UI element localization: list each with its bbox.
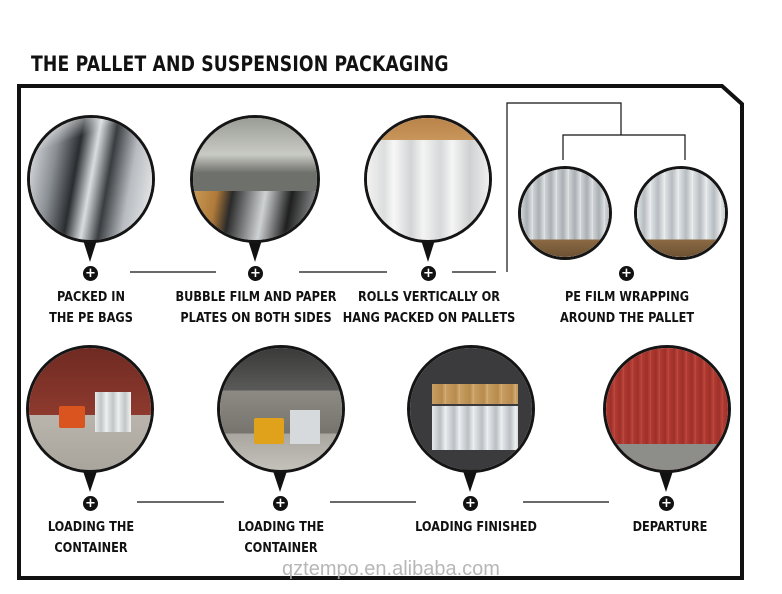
step-2-label-line1: BUBBLE FILM AND PAPER (175, 289, 337, 305)
step-7-plus-icon: + (463, 496, 478, 511)
step-5-label-line2: CONTAINER (54, 540, 128, 556)
step-4-label-line1: PE FILM WRAPPING (564, 289, 690, 305)
step-1-plus-icon: + (83, 266, 98, 281)
step-photo-vertical-rolls (364, 115, 492, 243)
step-photo-bubble-film (190, 115, 320, 243)
step-2-label-line2: PLATES ON BOTH SIDES (180, 310, 332, 326)
step-8-label-line1: DEPARTURE (632, 519, 708, 535)
step-6-label-line1: LOADING THE (237, 519, 325, 535)
step-photo-forklift-loading (26, 345, 154, 473)
step-3-label-line2: HANG PACKED ON PALLETS (342, 310, 516, 326)
step-photo-forklift-warehouse (217, 345, 345, 473)
step-5-plus-icon: + (83, 496, 98, 511)
step-7-label-line1: LOADING FINISHED (415, 519, 537, 535)
step-6-label-line2: CONTAINER (244, 540, 318, 556)
step-4-plus-icon: + (619, 266, 634, 281)
step-3-label: ROLLS VERTICALLY OR HANG PACKED ON PALLE… (343, 287, 516, 329)
step-8-plus-icon: + (659, 496, 674, 511)
watermark: qztempo.en.alibaba.com (282, 558, 500, 580)
step-1-label-line1: PACKED IN (57, 289, 125, 305)
step-3-plus-icon: + (421, 266, 436, 281)
page-title: THE PALLET AND SUSPENSION PACKAGING (31, 52, 449, 76)
step-4-label-line2: AROUND THE PALLET (559, 310, 695, 326)
step-3-label-line1: ROLLS VERTICALLY OR (358, 289, 500, 305)
step-2-plus-icon: + (248, 266, 263, 281)
frame-border (17, 84, 744, 580)
step-1-label-line2: THE PE BAGS (49, 310, 133, 326)
step-2-label: BUBBLE FILM AND PAPER PLATES ON BOTH SID… (176, 287, 337, 329)
step-1-label: PACKED IN THE PE BAGS (49, 287, 133, 329)
step-4-label: PE FILM WRAPPING AROUND THE PALLET (560, 287, 694, 329)
step-photo-wrapped-pallet-left (518, 166, 612, 260)
bracket-line (506, 102, 622, 272)
step-7-label: LOADING FINISHED (415, 517, 537, 538)
step-8-label: DEPARTURE (633, 517, 708, 538)
bracket-line (562, 134, 686, 160)
step-5-label-line1: LOADING THE (47, 519, 135, 535)
step-6-plus-icon: + (273, 496, 288, 511)
step-photo-pe-bags (27, 115, 155, 243)
step-photo-wrapped-pallet-right (634, 166, 728, 260)
step-6-label: LOADING THE CONTAINER (238, 517, 324, 559)
step-photo-red-container (603, 345, 731, 473)
step-5-label: LOADING THE CONTAINER (48, 517, 134, 559)
step-photo-loaded-container (407, 345, 535, 473)
